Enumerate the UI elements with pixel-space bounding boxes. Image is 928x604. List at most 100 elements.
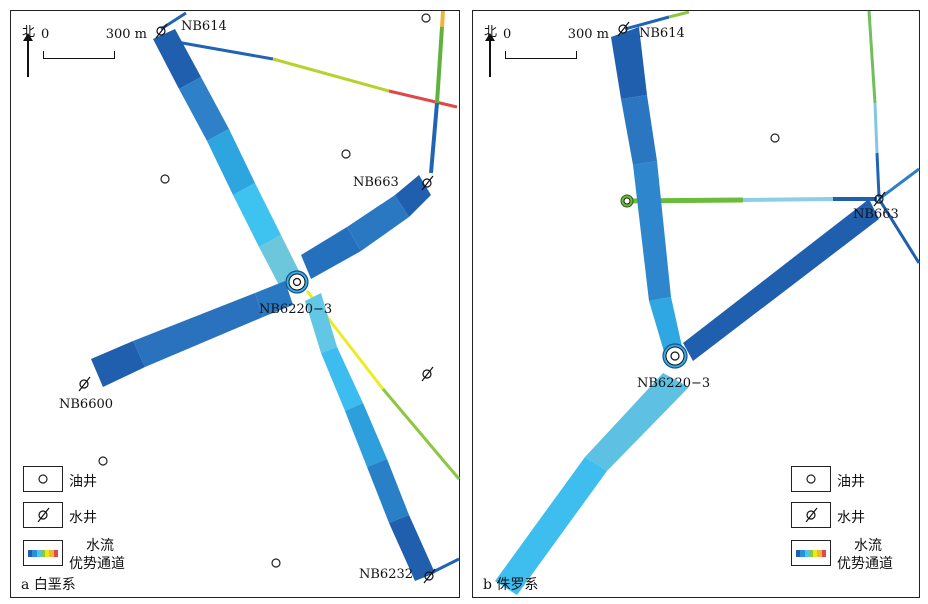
flow-color-ramp	[28, 550, 58, 557]
scale-bar: 0 300 m	[503, 27, 609, 61]
well-label-nb6220-3: NB6220−3	[259, 302, 333, 317]
flow-line	[429, 102, 439, 174]
flow-line	[170, 39, 274, 61]
oil-well-icon[interactable]	[770, 133, 780, 143]
legend-flow-label-2: 优势通道	[69, 556, 125, 572]
band-seg	[255, 281, 293, 317]
caption-letter: b	[483, 577, 492, 593]
map-panel-b: 北 0 300 m NB614 NB663 NB6220−3 油井 水井 水流 …	[472, 10, 921, 598]
ramp-color-step	[800, 550, 805, 557]
band-seg	[611, 27, 647, 99]
scale-zero: 0	[503, 27, 512, 42]
band-seg	[179, 77, 229, 141]
water-well-icon[interactable]	[423, 568, 436, 584]
flow-map-b	[495, 11, 921, 595]
caption-text: 白垩系	[33, 577, 76, 593]
flow-map-a	[78, 11, 461, 584]
band-seg	[347, 195, 409, 251]
central-well-icon[interactable]	[662, 343, 688, 369]
panel-b-caption: b 侏罗系	[483, 574, 538, 594]
band-seg	[207, 129, 255, 195]
band-seg	[585, 373, 689, 471]
flow-line	[875, 152, 881, 198]
well-label-nb6600: NB6600	[59, 397, 114, 412]
oil-wells-a	[98, 13, 431, 568]
well-label-nb6232: NB6232	[359, 567, 414, 582]
band-seg	[321, 347, 363, 411]
scale-zero: 0	[41, 27, 50, 42]
band-seg	[153, 29, 201, 89]
band-seg	[389, 515, 435, 581]
band-seg	[495, 457, 607, 595]
band-seg	[649, 297, 683, 355]
flow-line	[435, 26, 444, 104]
flow-band-6220-663	[683, 199, 879, 361]
band-seg	[345, 403, 387, 467]
water-well-icon[interactable]	[617, 21, 630, 37]
ramp-color-step	[808, 550, 814, 557]
north-arrow-icon	[23, 33, 33, 77]
water-well-icon[interactable]	[873, 191, 886, 207]
flow-line	[430, 557, 460, 575]
water-well-icon[interactable]	[78, 376, 91, 392]
oil-well-icon[interactable]	[620, 194, 634, 208]
band-seg	[305, 293, 337, 353]
scale-distance: 300 m	[567, 27, 609, 42]
map-panel-a: 北 0 300 m NB614 NB663 NB6220−3 NB6600 NB…	[10, 10, 461, 598]
flow-line	[877, 198, 921, 264]
legend-oil-well-label: 油井	[69, 474, 97, 490]
north-arrow: 北	[21, 21, 41, 79]
band-seg	[395, 175, 431, 217]
flow-line	[668, 11, 690, 19]
flow-band-6220-southwest	[495, 373, 689, 595]
legend-flow-ramp-swatch	[23, 540, 63, 566]
scale-bar-line	[505, 51, 577, 59]
caption-letter: a	[21, 577, 30, 593]
ramp-color-step	[32, 550, 37, 557]
legend-flow-ramp-swatch	[791, 540, 831, 566]
ramp-color-step	[817, 550, 822, 557]
thin-flow-lines-a	[160, 11, 461, 575]
ramp-color-step	[821, 550, 826, 557]
well-label-nb663: NB663	[853, 207, 899, 222]
oil-well-icon[interactable]	[98, 456, 108, 466]
water-wells-b	[617, 21, 886, 207]
water-well-icon[interactable]	[155, 23, 168, 39]
oil-well-icon[interactable]	[271, 558, 281, 568]
ramp-color-step	[813, 550, 818, 557]
water-well-icon[interactable]	[421, 366, 434, 382]
central-well-icon[interactable]	[285, 270, 309, 294]
water-well-icon[interactable]	[421, 175, 434, 191]
oil-well-icon[interactable]	[421, 13, 431, 23]
flow-line	[873, 102, 879, 154]
north-arrow: 北	[483, 21, 503, 79]
water-wells-a	[78, 23, 436, 584]
band-seg	[621, 95, 657, 165]
caption-text: 侏罗系	[496, 577, 539, 593]
ramp-color-step	[53, 550, 58, 557]
flow-line	[878, 167, 920, 201]
band-seg	[233, 183, 281, 247]
band-seg	[133, 293, 263, 367]
legend-flow-label-1: 水流	[854, 538, 882, 554]
legend-water-well-label: 水井	[837, 510, 865, 526]
legend-oil-well-swatch	[791, 466, 831, 492]
flow-line	[742, 197, 834, 202]
oil-well-icon[interactable]	[341, 149, 351, 159]
flow-band-614-6220	[611, 27, 683, 355]
ramp-color-step	[36, 550, 41, 557]
scale-bar-line	[43, 51, 115, 59]
band-seg	[367, 459, 409, 523]
flow-band-6600-663	[91, 175, 431, 387]
north-arrow-icon	[485, 33, 495, 77]
flow-line	[272, 57, 390, 93]
legend-flow-label-2: 优势通道	[837, 556, 893, 572]
legend-water-well-swatch	[791, 502, 831, 528]
legend-water-well-label: 水井	[69, 510, 97, 526]
band-seg	[91, 341, 145, 387]
flow-color-ramp	[796, 550, 826, 557]
legend-water-well-swatch	[23, 502, 63, 528]
ramp-color-step	[796, 550, 801, 557]
flow-line	[624, 15, 670, 31]
oil-well-icon[interactable]	[160, 174, 170, 184]
